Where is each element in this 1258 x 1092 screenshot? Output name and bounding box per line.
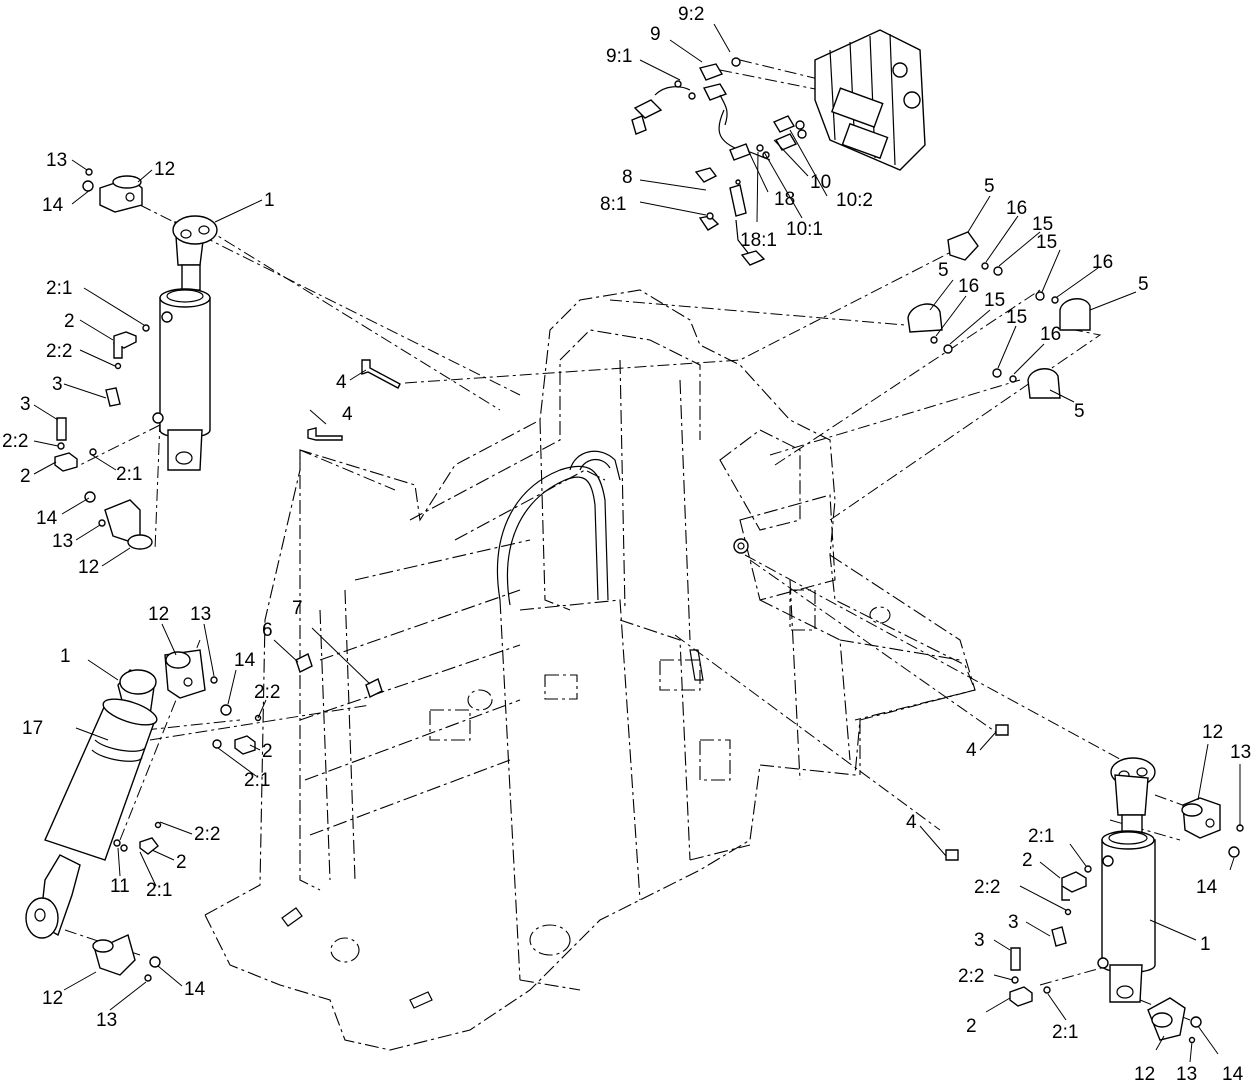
callout-13-a: 13 xyxy=(46,150,67,171)
leader-lines xyxy=(33,23,1241,1063)
callout-4-b: 4 xyxy=(342,404,353,425)
callout-2-1-e: 2:1 xyxy=(1028,826,1054,847)
callout-1-a: 1 xyxy=(264,190,275,211)
callout-2-f: 2 xyxy=(966,1016,977,1037)
callout-3-c: 3 xyxy=(1008,912,1019,933)
callout-16-d: 16 xyxy=(1040,324,1061,345)
control-valve-assembly xyxy=(631,29,926,266)
callout-5-d: 5 xyxy=(1074,401,1085,422)
callout-2-e: 2 xyxy=(1022,850,1033,871)
callout-2-1-b: 2:1 xyxy=(116,464,142,485)
callout-2-1-f: 2:1 xyxy=(1052,1022,1078,1043)
fittings-right xyxy=(1009,865,1092,1007)
callout-2-2-d: 2:2 xyxy=(194,824,220,845)
callout-12-c: 12 xyxy=(148,604,169,625)
callout-13-c: 13 xyxy=(190,604,211,625)
callout-13-e: 13 xyxy=(1230,742,1251,763)
hose-clamps xyxy=(907,231,1091,399)
pin-assembly-lower-left-upper xyxy=(164,649,232,716)
callout-18-1: 18:1 xyxy=(740,230,777,251)
callout-15-c: 15 xyxy=(1036,232,1057,253)
callout-14-b: 14 xyxy=(36,508,58,529)
callout-16-c: 16 xyxy=(1092,252,1113,273)
callout-3-d: 3 xyxy=(974,930,985,951)
fittings-upper-left xyxy=(54,324,153,550)
callout-1-b: 1 xyxy=(60,646,71,667)
callout-4-a: 4 xyxy=(336,372,347,393)
pin-assembly-right-upper xyxy=(1181,797,1244,858)
callout-5-a: 5 xyxy=(984,176,995,197)
hydraulic-cylinder-right xyxy=(1097,757,1156,1003)
fittings-lower-left xyxy=(120,653,383,855)
callout-8: 8 xyxy=(622,167,633,188)
callout-12-d: 12 xyxy=(42,988,63,1009)
pin-assembly-right-lower xyxy=(1147,997,1202,1044)
callout-13-f: 13 xyxy=(1176,1064,1197,1085)
callout-10-2: 10:2 xyxy=(836,190,873,211)
callout-2-2-e: 2:2 xyxy=(974,877,1000,898)
callout-14-e: 14 xyxy=(1196,877,1218,898)
callout-3-a: 3 xyxy=(52,374,63,395)
callout-2-1-a: 2:1 xyxy=(46,278,72,299)
callout-12-f: 12 xyxy=(1134,1064,1155,1085)
callout-17: 17 xyxy=(22,718,43,739)
callout-12-a: 12 xyxy=(154,159,175,180)
callout-2-d: 2 xyxy=(176,852,187,873)
hydraulic-cylinder-lower-left xyxy=(25,669,158,939)
callout-16-a: 16 xyxy=(1006,198,1027,219)
callout-15-b: 15 xyxy=(984,290,1005,311)
callout-15-d: 15 xyxy=(1006,307,1027,328)
alignment-lines xyxy=(64,59,1211,1021)
callout-2-2-b: 2:2 xyxy=(2,431,28,452)
callout-13-d: 13 xyxy=(96,1010,117,1031)
callout-14-f: 14 xyxy=(1222,1064,1244,1085)
callout-3-b: 3 xyxy=(20,394,31,415)
callout-10: 10 xyxy=(810,172,831,193)
callout-13-b: 13 xyxy=(52,531,73,552)
callout-2-2-f: 2:2 xyxy=(958,966,984,987)
callout-9: 9 xyxy=(650,24,661,45)
callout-4-c: 4 xyxy=(966,740,977,761)
callout-15-a: 15 xyxy=(1032,214,1053,235)
callout-7: 7 xyxy=(292,598,303,619)
callout-8-1: 8:1 xyxy=(600,194,626,215)
callout-5-b: 5 xyxy=(938,260,949,281)
loader-frame xyxy=(204,289,976,1051)
callout-18: 18 xyxy=(774,189,795,210)
callout-2-c: 2 xyxy=(262,741,273,762)
callout-2-2-a: 2:2 xyxy=(46,341,72,362)
callout-10-1: 10:1 xyxy=(786,219,823,240)
callout-14-a: 14 xyxy=(42,195,64,216)
callout-2-1-c: 2:1 xyxy=(244,770,270,791)
callout-2-1-d: 2:1 xyxy=(146,880,172,901)
callout-12-e: 12 xyxy=(1202,722,1223,743)
callout-2-2-c: 2:2 xyxy=(254,682,280,703)
callout-4-d: 4 xyxy=(906,812,917,833)
callout-6: 6 xyxy=(262,620,273,641)
callout-12-b: 12 xyxy=(78,557,99,578)
callout-16-b: 16 xyxy=(958,276,979,297)
callout-5-c: 5 xyxy=(1138,274,1149,295)
callout-11: 11 xyxy=(110,876,130,897)
pin-assembly-lower-left-bottom xyxy=(92,934,161,982)
bolts xyxy=(307,359,1009,861)
callout-1-c: 1 xyxy=(1200,934,1211,955)
callout-9-2: 9:2 xyxy=(678,4,704,25)
callout-14-d: 14 xyxy=(184,979,206,1000)
callout-9-1: 9:1 xyxy=(606,46,632,67)
hydraulic-cylinder-upper-left xyxy=(152,215,218,471)
pin-assembly-upper-left xyxy=(82,168,143,213)
callout-14-c: 14 xyxy=(234,650,256,671)
callout-2-a: 2 xyxy=(64,311,75,332)
callout-labels: 9:2 9 9:1 8 8:1 18 18:1 10 10:2 10:1 13 … xyxy=(2,4,1251,1085)
callout-2-b: 2 xyxy=(20,466,31,487)
